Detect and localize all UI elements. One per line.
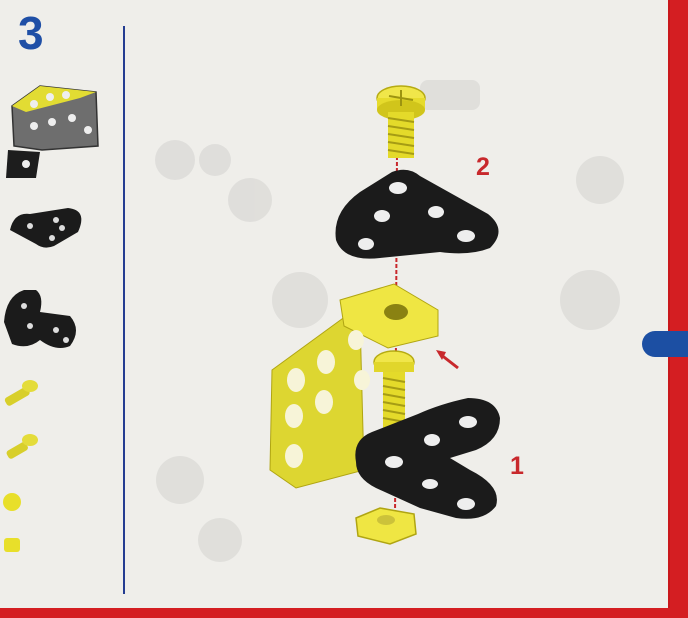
short-screw-icon <box>5 434 38 460</box>
attention-arrow <box>436 350 458 368</box>
angle-plate-icon <box>4 290 76 348</box>
triangle-plate <box>336 170 499 259</box>
callout-number-1: 1 <box>510 452 524 481</box>
round-nut-icon <box>3 493 21 511</box>
triangle-plate-icon <box>10 208 81 248</box>
square-nut-icon <box>4 538 20 552</box>
assembly-illustration <box>128 0 668 580</box>
parts-divider <box>123 26 125 594</box>
long-screw-icon <box>4 380 38 407</box>
parts-list <box>0 0 120 580</box>
angle-bracket-plate-icon <box>6 86 98 178</box>
bottom-square-nut <box>356 508 416 544</box>
top-screw <box>377 86 425 158</box>
angle-plate <box>355 398 500 519</box>
callout-number-2: 2 <box>476 153 490 182</box>
